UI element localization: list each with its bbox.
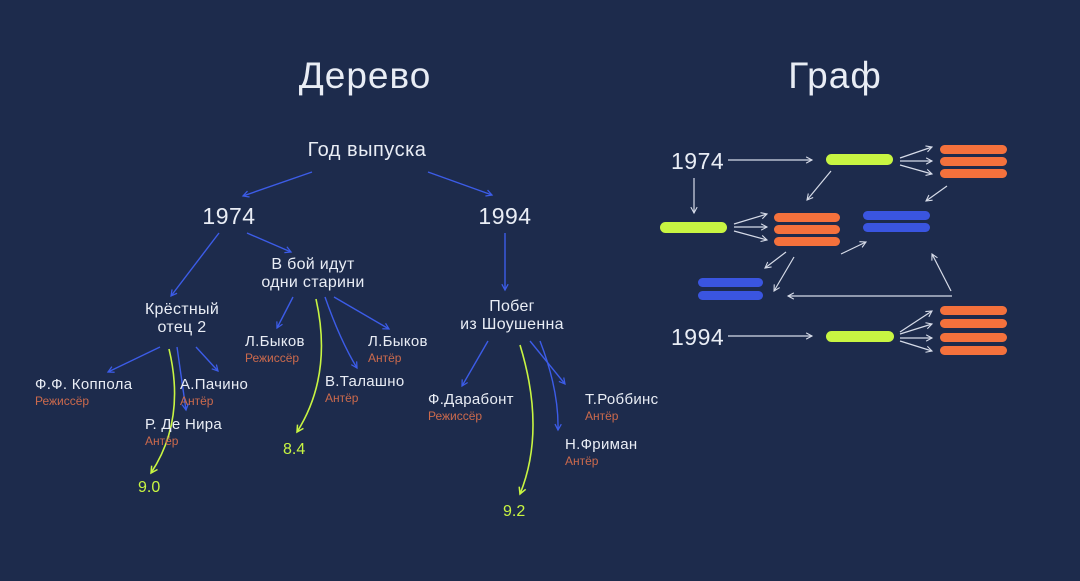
person-role: Антёр (180, 394, 214, 408)
person-name: В.Талашно (325, 373, 405, 390)
edge-fan-mid-3 (733, 230, 769, 243)
graph-node-orange-top-2 (940, 157, 1007, 166)
edge-root-1994 (427, 171, 494, 197)
edge-fan-bot-2 (899, 322, 934, 335)
person-role: Антёр (565, 454, 599, 468)
person-coppola: Ф.Ф. Коппола Режиссёр (35, 376, 132, 408)
movie-title-line: В бой идут (271, 256, 355, 273)
edge-orange-top-to-blue-mid (925, 185, 948, 202)
graph-node-green-bottom (826, 331, 894, 342)
person-role: Антёр (368, 351, 402, 365)
person-role: Антёр (145, 434, 179, 448)
graph-node-orange-top-1 (940, 145, 1007, 154)
edge-godfather-deniro (176, 346, 189, 412)
rating-godfather: 9.0 (138, 479, 161, 496)
person-bykov-actor: Л.Быков Антёр (368, 333, 428, 365)
person-name: Т.Роббинс (585, 391, 659, 408)
person-name: Л.Быков (245, 333, 305, 350)
rating-shawshank: 9.2 (503, 503, 526, 520)
graph-year-1974: 1974 (671, 148, 725, 174)
edge-shawshank-darabont (461, 340, 489, 388)
graph-title: Граф (788, 55, 882, 96)
tree-root-label: Год выпуска (307, 139, 427, 161)
person-name: Ф.Дарабонт (428, 391, 514, 408)
movie-shawshank: Побег из Шоушенна (452, 298, 572, 334)
graph-node-blue-left-1 (698, 278, 763, 287)
edge-fan-bot-1 (899, 310, 933, 333)
edge-godfather-rating (150, 348, 176, 475)
person-talashko: В.Талашно Антёр (325, 373, 404, 405)
edge-up-to-blue-mid (840, 241, 868, 255)
person-name: Ф.Ф. Коппола (35, 376, 133, 393)
movie-oldmen: В бой идут одни старини (256, 256, 370, 292)
edge-1974-godfather (170, 232, 220, 298)
person-name: Р. Де Нира (145, 416, 223, 433)
edge-oldmen-talashko (324, 296, 358, 370)
person-role: Режиссёр (245, 351, 300, 365)
person-deniro: Р. Де Нира Антёр (145, 416, 222, 448)
rating-oldmen: 8.4 (283, 441, 306, 458)
person-role: Режиссёр (428, 409, 483, 423)
graph-node-blue-mid-1 (863, 211, 930, 220)
edge-fan-bot-4 (899, 340, 934, 353)
tree-edges (106, 171, 566, 432)
movie-title-line: одни старини (261, 274, 365, 291)
graph-node-orange-bottom-1 (940, 306, 1007, 315)
tree-title: Дерево (298, 55, 432, 96)
graph-nodes (660, 145, 1007, 355)
edge-godfather-coppola (106, 346, 161, 373)
person-role: Антёр (325, 391, 359, 405)
graph-edges (690, 145, 952, 353)
edge-fan-top-3 (899, 164, 934, 176)
movie-title-line: Побег (489, 298, 535, 315)
graph-node-green-top (826, 154, 893, 165)
graph-node-orange-bottom-2 (940, 319, 1007, 328)
edge-oldmen-bykov-dir (276, 296, 294, 330)
edge-root-1974 (241, 171, 313, 198)
person-name: Л.Быков (368, 333, 428, 350)
graph-node-orange-bottom-3 (940, 333, 1007, 342)
person-role: Режиссёр (35, 394, 90, 408)
graph-node-orange-mid-2 (774, 225, 840, 234)
graph-node-orange-top-3 (940, 169, 1007, 178)
edge-godfather-pacino (195, 346, 219, 372)
edge-fan-top-1 (899, 145, 934, 159)
edge-orange-mid-to-blue-left-1 (764, 251, 787, 269)
graph-node-orange-mid-1 (774, 213, 840, 222)
graph-node-orange-mid-3 (774, 237, 840, 246)
rating-edges (150, 298, 534, 496)
person-name: А.Пачино (180, 376, 249, 393)
edge-shawshank-freeman (539, 340, 562, 432)
tree-year-1994: 1994 (478, 203, 532, 229)
graph-node-green-left (660, 222, 727, 233)
edge-shawshank-rating (518, 344, 534, 496)
person-pacino: А.Пачино Антёр (180, 376, 248, 408)
graph-node-blue-mid-2 (863, 223, 930, 232)
edge-orange-mid-to-blue-left-2 (773, 256, 795, 292)
graph-year-1994: 1994 (671, 324, 725, 350)
edge-orange-bottom-up (931, 252, 952, 292)
person-robbins: Т.Роббинс Антёр (585, 391, 658, 423)
person-darabont: Ф.Дарабонт Режиссёр (428, 391, 514, 423)
edge-oldmen-bykov-act (333, 296, 391, 330)
person-role: Антёр (585, 409, 619, 423)
movie-title-line: Крёстный (144, 301, 220, 318)
edge-oldmen-rating (296, 298, 323, 434)
movie-title-line: отец 2 (157, 319, 207, 336)
person-freeman: Н.Фриман Антёр (565, 436, 637, 468)
edge-1974-oldmen (246, 232, 293, 254)
tree-year-1974: 1974 (202, 203, 256, 229)
person-bykov-director: Л.Быков Режиссёр (245, 333, 305, 365)
edge-fan-mid-1 (733, 212, 769, 225)
person-name: Н.Фриман (565, 436, 638, 453)
movie-title-line: из Шоушенна (460, 316, 564, 333)
graph-node-blue-left-2 (698, 291, 763, 300)
movie-godfather: Крёстный отец 2 (132, 301, 232, 337)
edge-green-top-to-orange-mid (806, 170, 832, 201)
graph-node-orange-bottom-4 (940, 346, 1007, 355)
